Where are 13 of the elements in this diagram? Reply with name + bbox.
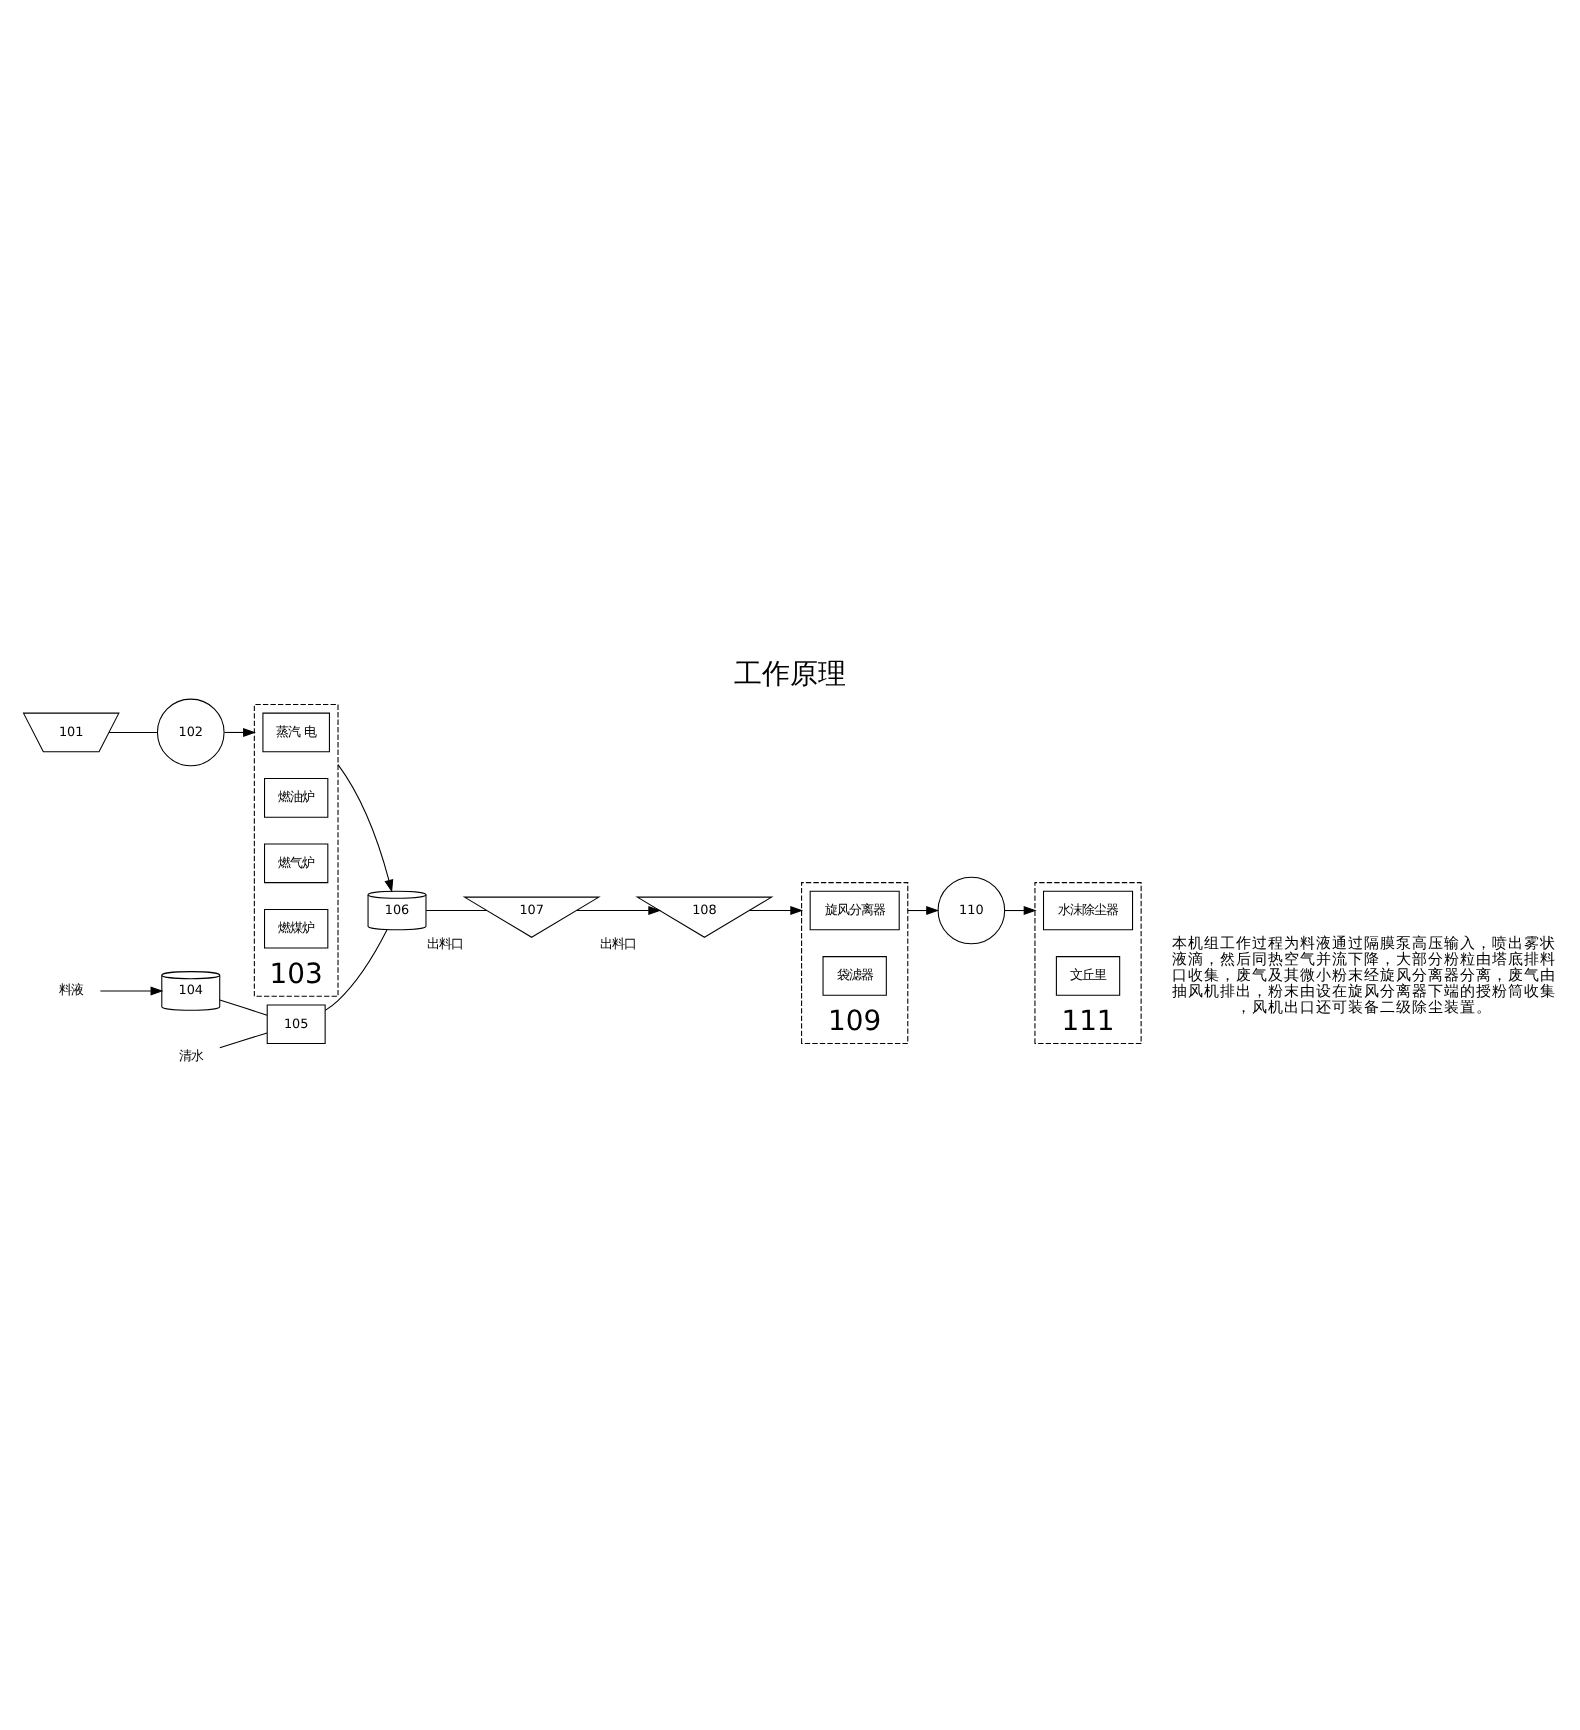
diagram-title: 工作原理 xyxy=(734,657,846,690)
connector xyxy=(324,928,388,1010)
arrow xyxy=(1004,905,1037,915)
arrow xyxy=(223,726,256,736)
arrow xyxy=(749,905,804,915)
arrow xyxy=(576,905,662,915)
arrow xyxy=(907,905,940,915)
connector xyxy=(219,1031,268,1048)
connector xyxy=(219,998,268,1015)
arrow xyxy=(99,985,164,995)
arrow xyxy=(337,763,394,892)
connector xyxy=(425,909,488,911)
connector xyxy=(108,730,158,732)
